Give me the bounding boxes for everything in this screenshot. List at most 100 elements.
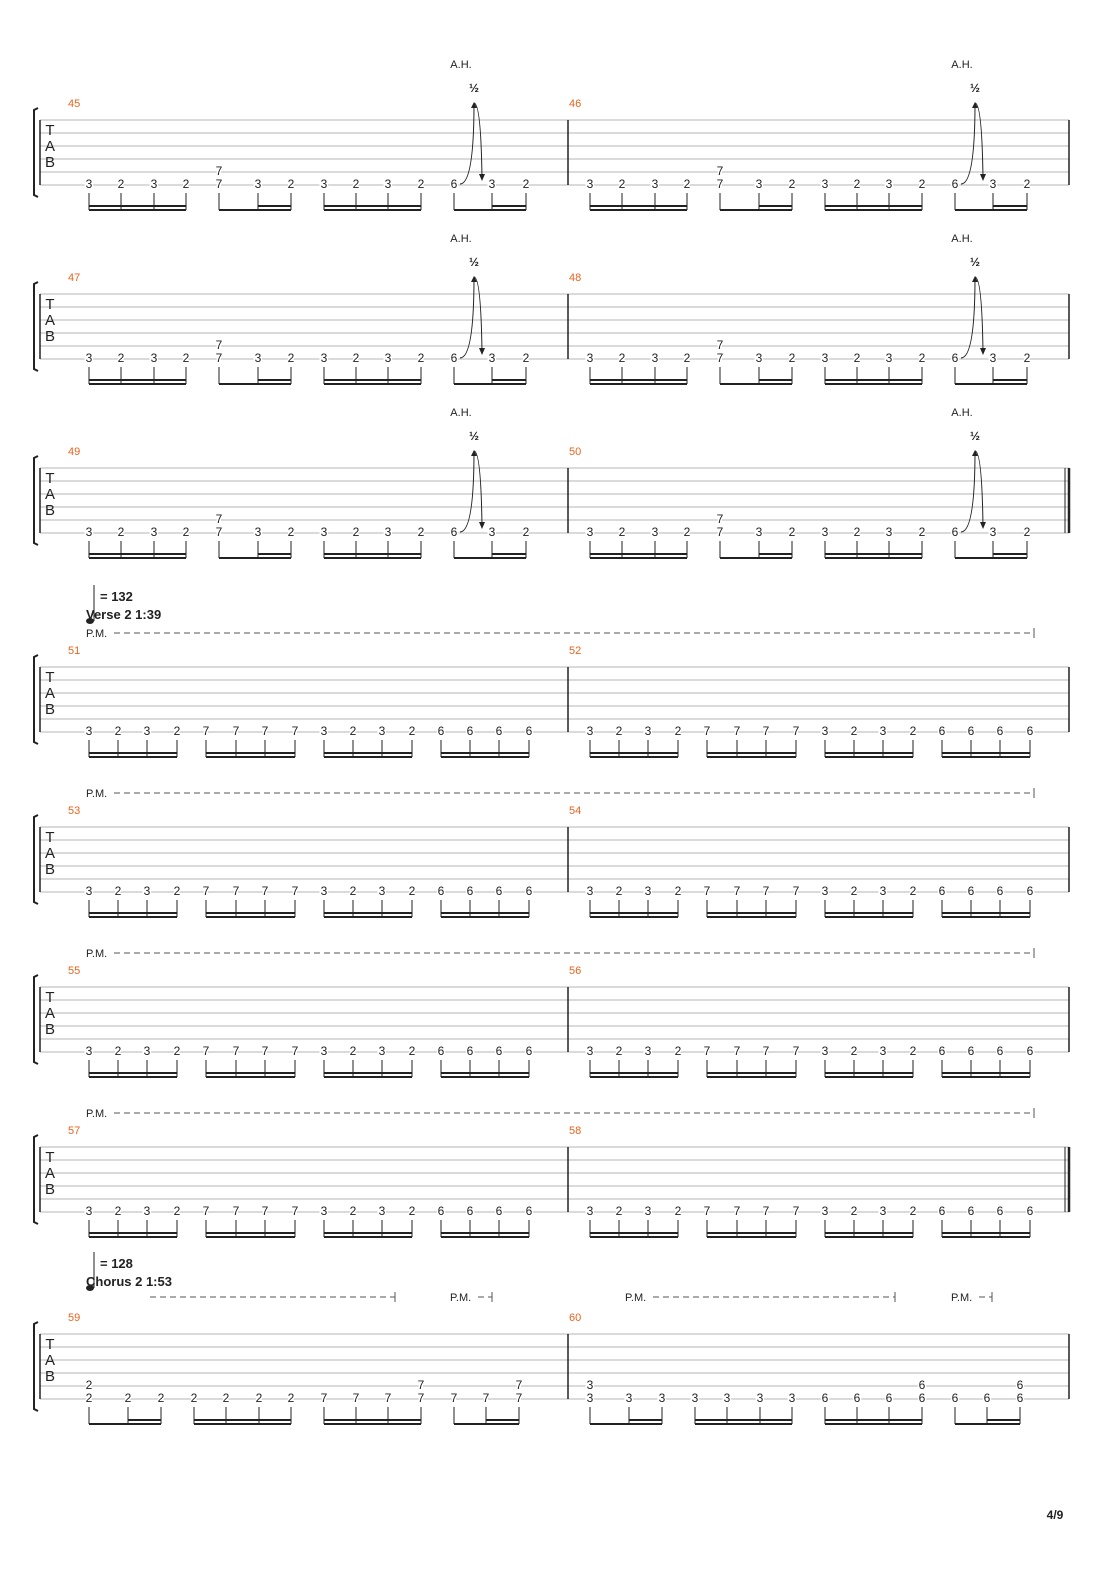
tab-clef-letter: A (45, 685, 55, 702)
fret-number: 2 (409, 1204, 416, 1218)
fret-number: 6 (952, 351, 959, 365)
system-bracket (33, 654, 39, 745)
system-bracket (33, 455, 39, 546)
fret-number: 7 (763, 1204, 770, 1218)
fret-number: 2 (86, 1378, 93, 1392)
fret-number: 7 (216, 177, 223, 191)
fret-number: 6 (952, 525, 959, 539)
bend-amount-label: ½ (469, 81, 479, 95)
tab-clef-letter: A (45, 486, 55, 503)
fret-number: 7 (292, 724, 299, 738)
fret-number: 3 (86, 525, 93, 539)
fret-number: 2 (353, 351, 360, 365)
fret-number: 7 (292, 1204, 299, 1218)
fret-number: 2 (854, 525, 861, 539)
fret-number: 7 (203, 884, 210, 898)
fret-number: 7 (385, 1391, 392, 1405)
fret-number: 2 (1024, 525, 1031, 539)
bend-arrow (459, 450, 475, 533)
measure-number: 59 (68, 1312, 80, 1324)
fret-number: 7 (216, 512, 223, 526)
tab-clef-letter: T (45, 829, 54, 846)
fret-number: 6 (952, 1391, 959, 1405)
fret-number: 3 (652, 351, 659, 365)
fret-number: 7 (233, 724, 240, 738)
fret-number: 2 (174, 1044, 181, 1058)
tab-clef-letter: B (45, 1021, 55, 1038)
fret-number: 6 (1027, 1204, 1034, 1218)
fret-number: 2 (350, 1044, 357, 1058)
fret-number: 2 (523, 351, 530, 365)
fret-number: 6 (939, 1204, 946, 1218)
fret-number: 3 (489, 525, 496, 539)
fret-number: 3 (86, 177, 93, 191)
fret-number: 3 (822, 1044, 829, 1058)
fret-number: 2 (854, 351, 861, 365)
fret-number: 7 (292, 884, 299, 898)
fret-number: 7 (704, 1044, 711, 1058)
fret-number: 6 (919, 1378, 926, 1392)
fret-number: 3 (587, 525, 594, 539)
release-arrow (974, 276, 984, 354)
fret-number: 2 (616, 884, 623, 898)
fret-number: 3 (880, 1204, 887, 1218)
fret-number: 7 (233, 1044, 240, 1058)
bend-arrowhead (972, 102, 978, 108)
fret-number: 3 (86, 1204, 93, 1218)
fret-number: 3 (880, 1044, 887, 1058)
fret-number: 3 (652, 177, 659, 191)
fret-number: 7 (717, 164, 724, 178)
fret-number: 3 (756, 177, 763, 191)
fret-number: 3 (385, 525, 392, 539)
fret-number: 2 (854, 177, 861, 191)
measure-number: 53 (68, 805, 80, 817)
tab-clef-letter: B (45, 1181, 55, 1198)
section-label: Verse 2 1:39 (86, 607, 161, 622)
measure-number: 55 (68, 965, 80, 977)
bend-arrowhead (471, 276, 477, 282)
fret-number: 6 (496, 1044, 503, 1058)
fret-number: 2 (115, 1044, 122, 1058)
fret-number: 2 (523, 177, 530, 191)
fret-number: 6 (1027, 884, 1034, 898)
fret-number: 2 (125, 1391, 132, 1405)
fret-number: 7 (704, 1204, 711, 1218)
fret-number: 6 (467, 724, 474, 738)
fret-number: 7 (321, 1391, 328, 1405)
fret-number: 2 (851, 1044, 858, 1058)
fret-number: 2 (789, 177, 796, 191)
fret-number: 2 (158, 1391, 165, 1405)
fret-number: 6 (939, 1044, 946, 1058)
fret-number: 2 (919, 351, 926, 365)
fret-number: 3 (385, 351, 392, 365)
fret-number: 7 (262, 884, 269, 898)
fret-number: 3 (379, 724, 386, 738)
fret-number: 2 (174, 884, 181, 898)
tab-clef-letter: B (45, 1368, 55, 1385)
fret-number: 2 (910, 884, 917, 898)
palm-mute-label: P.M. (86, 628, 107, 640)
bend-arrowhead (972, 276, 978, 282)
fret-number: 2 (409, 884, 416, 898)
release-arrowhead (980, 348, 986, 355)
tempo-marking: = 132 (100, 589, 133, 604)
fret-number: 2 (353, 177, 360, 191)
fret-number: 3 (255, 177, 262, 191)
fret-number: 2 (418, 351, 425, 365)
tab-clef-letter: A (45, 1165, 55, 1182)
fret-number: 2 (675, 884, 682, 898)
fret-number: 6 (496, 724, 503, 738)
fret-number: 6 (1017, 1378, 1024, 1392)
fret-number: 2 (191, 1391, 198, 1405)
measure-number: 48 (569, 272, 581, 284)
release-arrow (473, 102, 483, 180)
fret-number: 2 (350, 724, 357, 738)
fret-number: 3 (822, 884, 829, 898)
fret-number: 6 (467, 1044, 474, 1058)
fret-number: 2 (684, 525, 691, 539)
fret-number: 6 (451, 525, 458, 539)
bend-arrowhead (471, 102, 477, 108)
fret-number: 6 (997, 884, 1004, 898)
fret-number: 3 (321, 724, 328, 738)
tab-clef-letter: T (45, 669, 54, 686)
